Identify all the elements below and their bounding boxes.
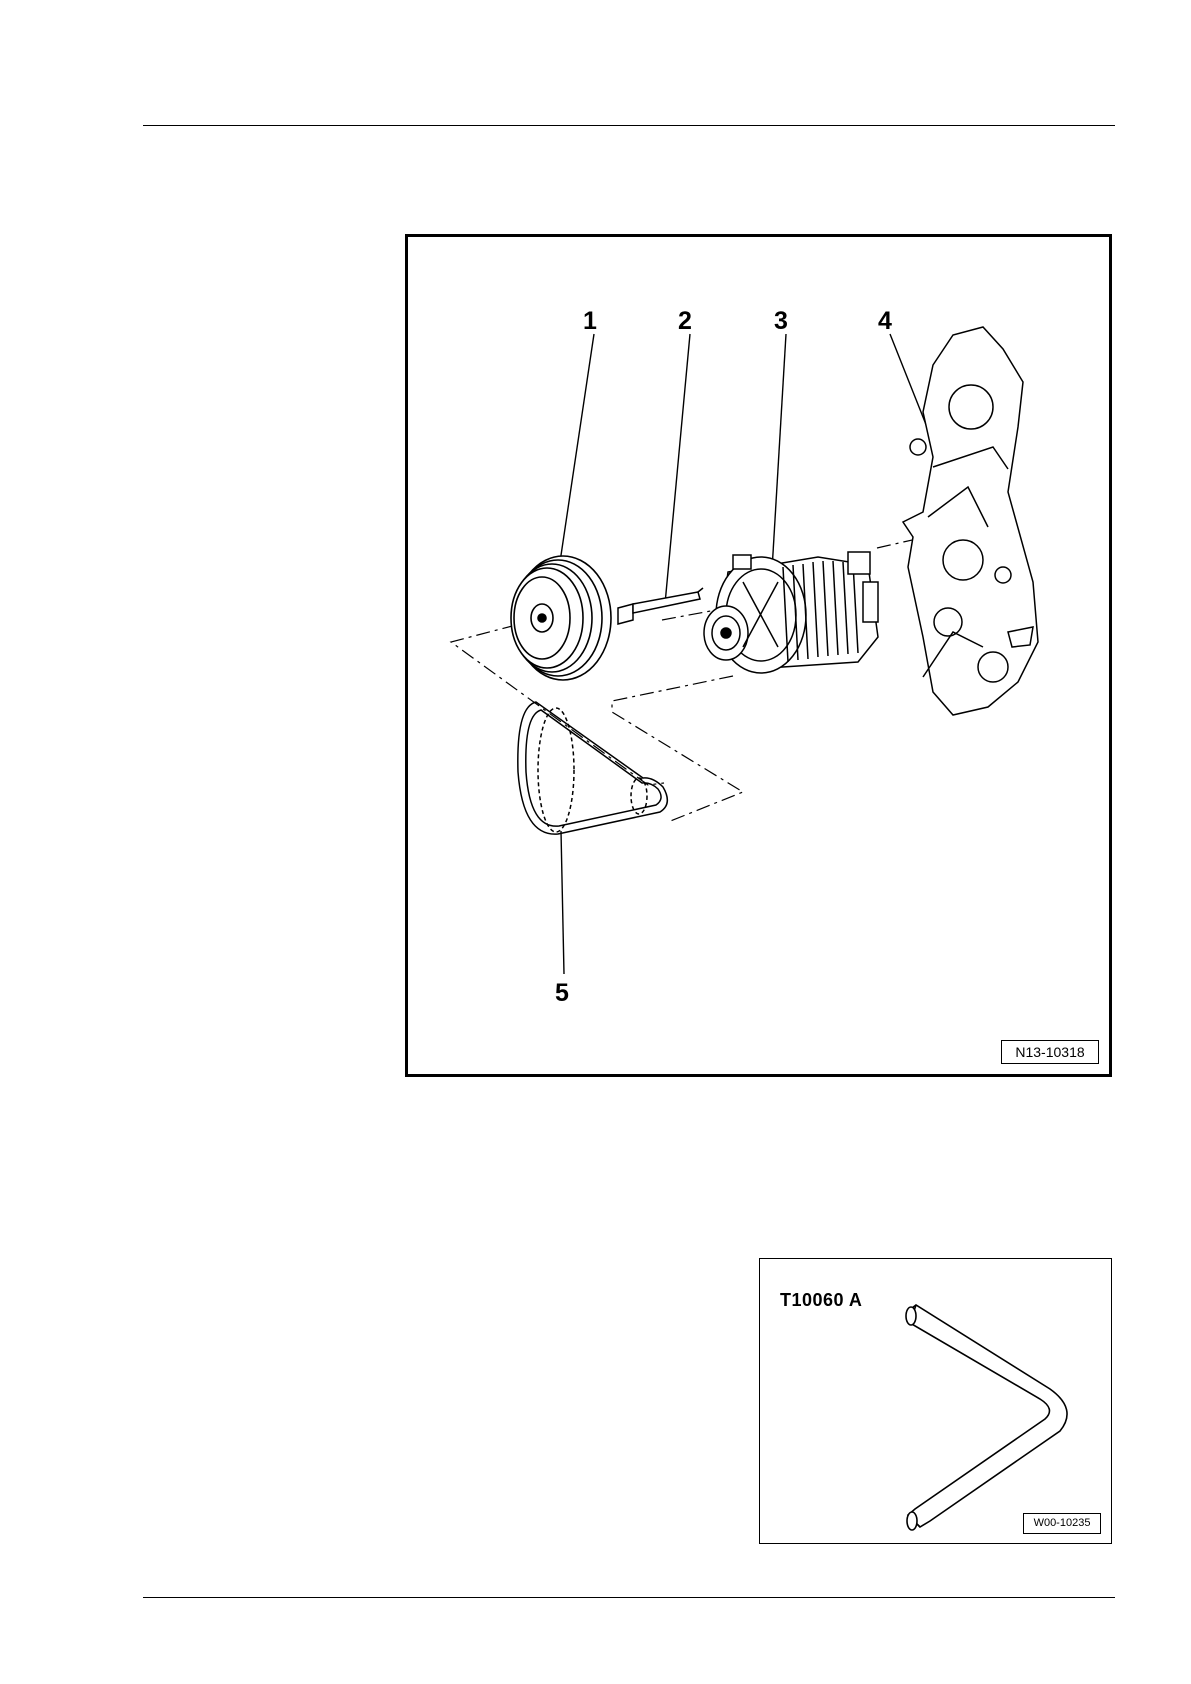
callout-2: 2 bbox=[678, 307, 692, 335]
mounting-bracket bbox=[903, 327, 1038, 715]
ribbed-belt bbox=[518, 702, 668, 834]
footer-rule bbox=[143, 1597, 1115, 1598]
tool-reference-label: W00-10235 bbox=[1023, 1513, 1101, 1534]
header-rule bbox=[143, 125, 1115, 126]
alternator bbox=[704, 552, 878, 673]
tool-drawing bbox=[760, 1259, 1110, 1542]
bent-rod-tool bbox=[906, 1305, 1067, 1530]
callout-4: 4 bbox=[878, 307, 892, 335]
crankshaft-pulley bbox=[511, 556, 611, 680]
bolt bbox=[618, 588, 703, 624]
callout-5: 5 bbox=[555, 979, 569, 1007]
special-tool-figure: T10060 A W00-10235 bbox=[759, 1258, 1112, 1544]
callout-3: 3 bbox=[774, 307, 788, 335]
exploded-view-drawing: 1 2 3 4 5 bbox=[408, 237, 1109, 1074]
figure-reference-label: N13-10318 bbox=[1001, 1040, 1099, 1064]
exploded-view-figure: 1 2 3 4 5 bbox=[405, 234, 1112, 1077]
callout-1: 1 bbox=[583, 307, 597, 335]
